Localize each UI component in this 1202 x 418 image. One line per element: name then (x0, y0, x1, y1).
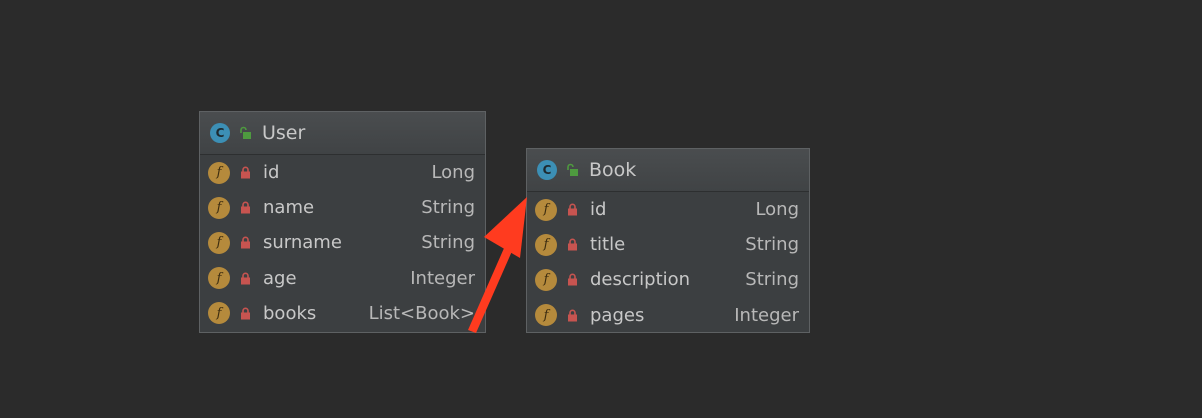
field-type: Integer (410, 267, 475, 289)
lock-icon (241, 272, 250, 285)
field-row-pages[interactable]: f pages Integer (527, 298, 809, 333)
field-row-id[interactable]: f id Long (200, 155, 485, 190)
field-icon: f (208, 196, 230, 219)
arrow-head (484, 197, 527, 258)
field-row-id[interactable]: f id Long (527, 192, 809, 227)
field-row-title[interactable]: f title String (527, 227, 809, 262)
field-name: id (263, 162, 280, 184)
arrow-shaft (468, 230, 520, 333)
field-name: id (590, 199, 607, 221)
field-name: name (263, 197, 315, 219)
field-type: String (745, 269, 799, 291)
class-title: User (262, 122, 306, 144)
lock-icon (568, 238, 577, 251)
field-name: description (590, 269, 691, 291)
lock-icon (568, 273, 577, 286)
field-name: books (263, 302, 317, 324)
book-class-box[interactable]: C Book f id Long f title String f descri… (526, 148, 810, 333)
field-name: pages (590, 304, 645, 326)
field-type: Long (755, 199, 799, 221)
field-row-description[interactable]: f description String (527, 262, 809, 297)
field-icon: f (535, 198, 557, 221)
field-type: String (421, 197, 475, 219)
field-icon: f (208, 302, 230, 325)
lock-icon (241, 307, 250, 320)
lock-icon (241, 201, 250, 214)
field-row-age[interactable]: f age Integer (200, 261, 485, 296)
unlocked-icon (240, 126, 251, 139)
lock-icon (568, 203, 577, 216)
field-icon: f (208, 231, 230, 254)
book-class-header[interactable]: C Book (527, 149, 809, 192)
lock-icon (241, 236, 250, 249)
field-type: List<Book> (368, 302, 475, 324)
class-title: Book (589, 159, 637, 181)
field-row-name[interactable]: f name String (200, 190, 485, 225)
field-icon: f (535, 268, 557, 291)
field-name: age (263, 267, 297, 289)
unlocked-icon (567, 163, 578, 176)
class-icon: C (537, 160, 557, 180)
field-type: Integer (734, 304, 799, 326)
lock-icon (568, 309, 577, 322)
field-name: title (590, 234, 626, 256)
field-type: String (745, 234, 799, 256)
field-icon: f (208, 267, 230, 290)
lock-icon (241, 166, 250, 179)
field-type: String (421, 232, 475, 254)
field-icon: f (535, 233, 557, 256)
class-icon: C (210, 123, 230, 143)
field-type: Long (431, 162, 475, 184)
field-icon: f (535, 304, 557, 327)
user-class-header[interactable]: C User (200, 112, 485, 155)
field-row-books[interactable]: f books List<Book> (200, 296, 485, 331)
field-row-surname[interactable]: f surname String (200, 225, 485, 260)
field-icon: f (208, 161, 230, 184)
user-class-box[interactable]: C User f id Long f name String f surname… (199, 111, 486, 333)
field-name: surname (263, 232, 342, 254)
